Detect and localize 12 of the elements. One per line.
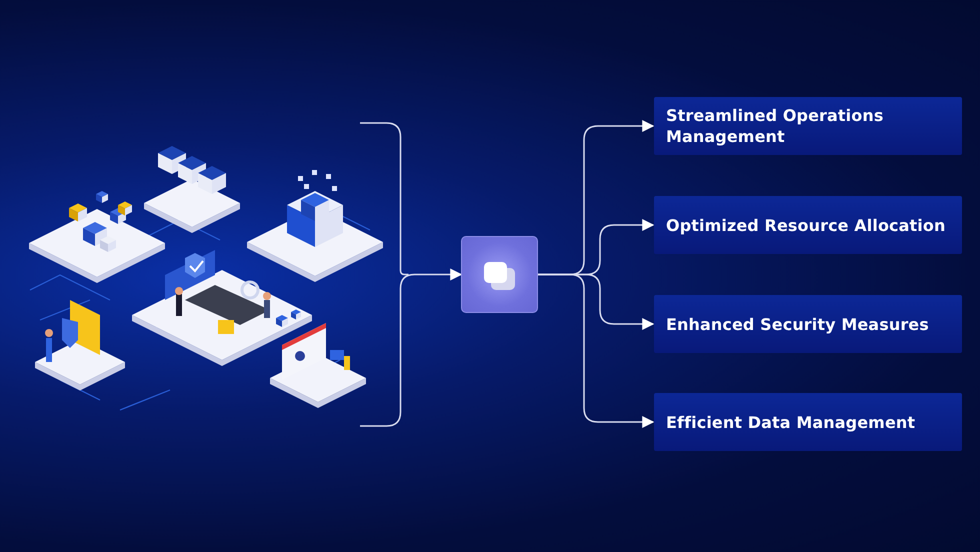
arrow (538, 274, 654, 428)
benefit-text: Streamlined Operations Management (666, 105, 884, 147)
isometric-illustration-drawing (29, 146, 383, 411)
hub-box (461, 236, 538, 313)
benefit-text: Efficient Data Management (666, 412, 916, 432)
benefit-text: Optimized Resource Allocation (666, 214, 946, 236)
benefit-box (654, 196, 962, 254)
benefit-text: Enhanced Security Measures (666, 314, 929, 334)
benefit-box (654, 97, 962, 155)
benefit-box (654, 295, 962, 353)
benefit-box (654, 393, 962, 451)
arrow (359, 122, 462, 427)
